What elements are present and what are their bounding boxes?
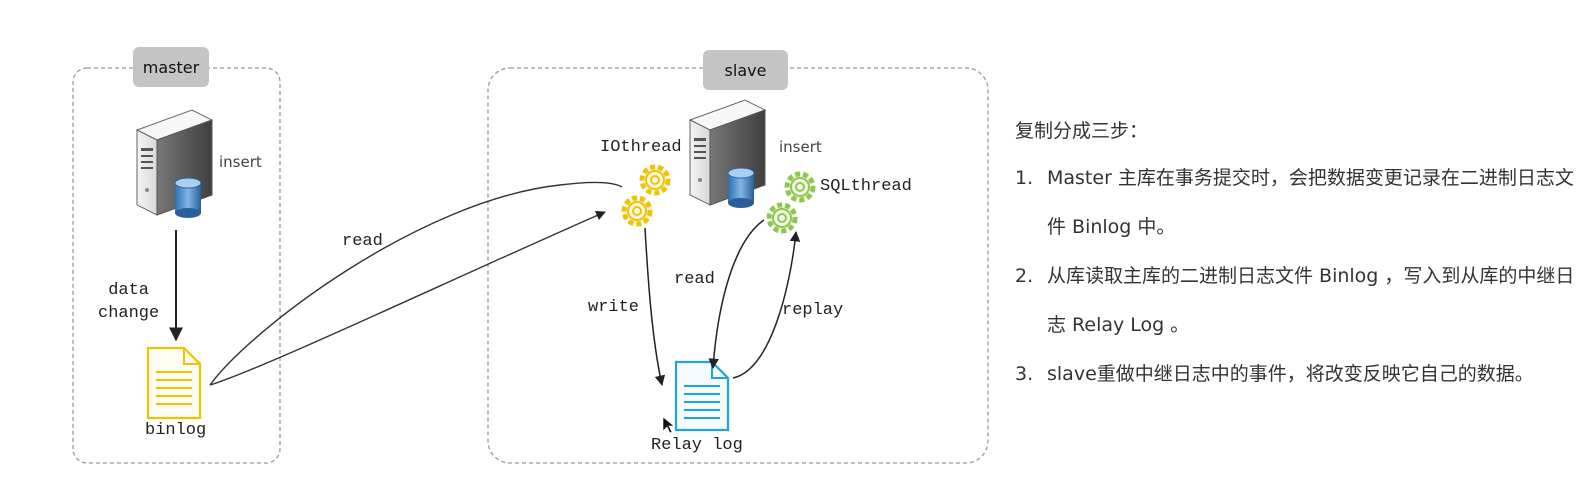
master-group-box	[72, 67, 281, 464]
replay-label: replay	[782, 301, 844, 320]
write-arrow	[644, 227, 666, 387]
step-item: 3. slave重做中继日志中的事件，将改变反映它自己的数据。	[1015, 350, 1585, 399]
steps-title: 复制分成三步：	[1015, 120, 1149, 142]
step-text: slave重做中继日志中的事件，将改变反映它自己的数据。	[1047, 363, 1534, 385]
relay-log-label: Relay log	[651, 436, 743, 455]
slave-read-label: read	[674, 270, 715, 289]
replication-steps-panel: 复制分成三步： 1. Master 主库在事务提交时，会把数据变更记录在二进制日…	[1015, 108, 1585, 399]
io-thread-label: IOthread	[600, 138, 682, 157]
replication-diagram	[72, 67, 989, 464]
slave-server-icon	[688, 99, 767, 208]
data-change-label: data change	[98, 281, 160, 323]
step-text: 从库读取主库的二进制日志文件 Binlog ，写入到从库的中继日志 Relay …	[1047, 265, 1575, 336]
binlog-file-icon	[146, 346, 202, 420]
write-label: write	[588, 298, 640, 317]
replay-arrow	[732, 230, 801, 379]
sql-thread-gear-icon	[766, 171, 816, 234]
step-item: 1. Master 主库在事务提交时，会把数据变更记录在二进制日志文件 Binl…	[1015, 154, 1585, 252]
binlog-read-arrow	[209, 211, 606, 386]
cross-read-label: read	[342, 232, 383, 251]
step-number: 1.	[1015, 167, 1034, 189]
step-text: Master 主库在事务提交时，会把数据变更记录在二进制日志文件 Binlog …	[1047, 167, 1574, 238]
slave-tag: slave	[703, 50, 788, 90]
step-item: 2. 从库读取主库的二进制日志文件 Binlog ，写入到从库的中继日志 Rel…	[1015, 252, 1585, 350]
master-insert-label: insert	[219, 153, 262, 171]
mouse-cursor-icon	[662, 416, 675, 434]
io-thread-gear-icon	[621, 164, 671, 227]
binlog-label: binlog	[145, 421, 207, 440]
step-number: 2.	[1015, 265, 1034, 287]
relay-log-file-icon	[674, 360, 730, 432]
step-number: 3.	[1015, 363, 1034, 385]
slave-insert-label: insert	[779, 138, 822, 156]
master-tag: master	[133, 47, 209, 87]
binlog-read-loop-top	[209, 181, 623, 386]
master-server-icon	[135, 109, 214, 218]
sql-read-arrow	[708, 219, 765, 370]
sql-thread-label: SQLthread	[820, 177, 912, 196]
